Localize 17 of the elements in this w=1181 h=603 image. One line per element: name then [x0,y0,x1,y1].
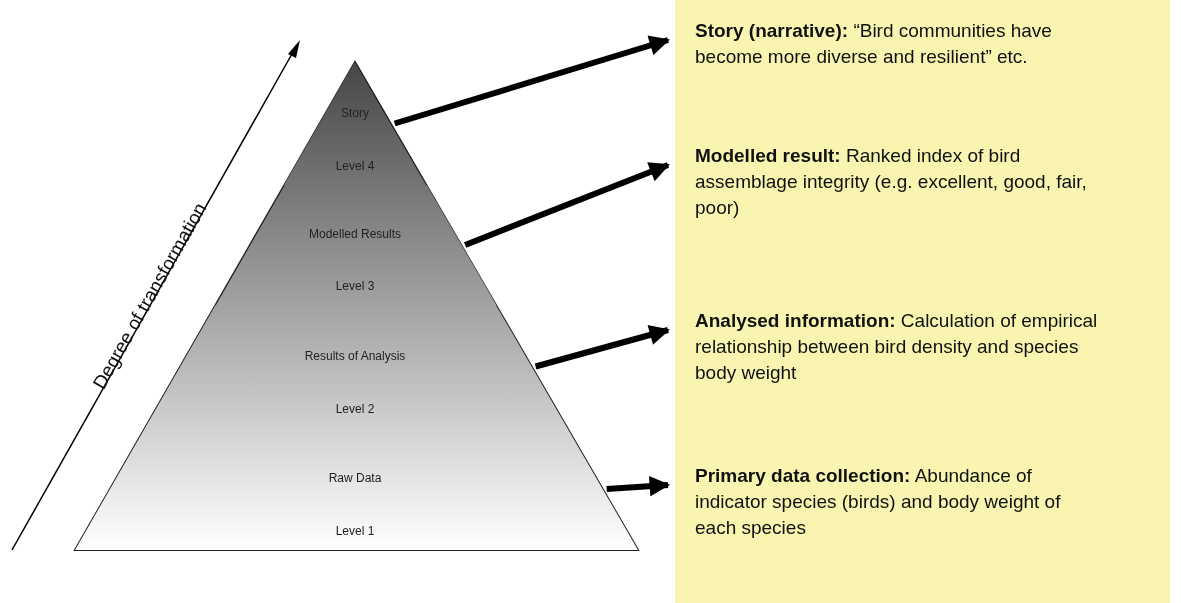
level-name: Modelled Results [308,227,401,242]
panel-background [675,0,1170,603]
level-name: Results of Analysis [304,348,406,363]
arrow [393,35,670,127]
level-name: Story [341,105,369,120]
description-text: Modelled result: Ranked index of bird assemblage integrity (e.g. excellent, good, fair, poor) [695,143,1105,221]
level-number: Level 4 [335,159,375,173]
description-text: Story (narrative): “Bird communities have become more diverse and resilient” etc. [695,18,1105,70]
level-number: Level 3 [335,279,375,293]
arrow [534,325,670,370]
description-text: Analysed information: Calculation of empirical relationship between bird density and species body weight [695,308,1105,386]
description-text: Primary data collection: Abundance of indicator species (birds) and body weight of each species [695,463,1105,541]
arrow [606,476,671,497]
level-number: Level 1 [335,524,375,538]
level-name: Raw Data [328,471,382,486]
arrow [464,162,670,248]
level-number: Level 2 [335,402,375,416]
